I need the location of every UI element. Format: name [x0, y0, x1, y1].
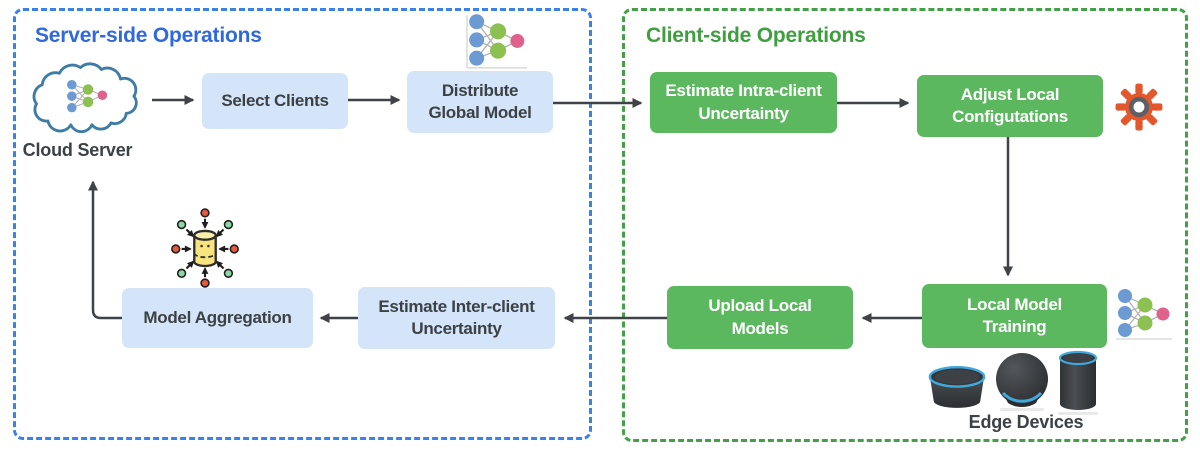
- node-select-clients: Select Clients: [202, 73, 348, 129]
- cloud-server-icon: [24, 58, 154, 142]
- server-side-panel: [13, 8, 592, 440]
- echo-cylinder-device: [1056, 349, 1100, 416]
- edge-devices-label: Edge Devices: [968, 412, 1084, 432]
- node-estimate-inter-client-uncertainty: Estimate Inter-client Uncertainty: [358, 287, 555, 349]
- neural-network-icon: [1112, 284, 1176, 344]
- client-side-panel: [622, 8, 1188, 442]
- server-panel-title: Server-side Operations: [35, 24, 262, 47]
- node-local-model-training: Local Model Training: [922, 284, 1107, 348]
- node-upload-local-models: Upload Local Models: [667, 286, 853, 349]
- neural-network-icon: [462, 11, 532, 71]
- data-aggregation-icon: [166, 204, 244, 290]
- node-estimate-intra-client-uncertainty: Estimate Intra-client Uncertainty: [650, 72, 837, 133]
- node-model-aggregation: Model Aggregation: [122, 288, 313, 348]
- gear-icon: [1114, 82, 1164, 132]
- node-distribute-global-model: Distribute Global Model: [407, 71, 553, 133]
- client-panel-title: Client-side Operations: [646, 24, 866, 47]
- node-adjust-local-configurations: Adjust Local Configutations: [917, 75, 1103, 137]
- cloud-server-label: Cloud Server: [22, 140, 133, 160]
- echo-sphere-device: [994, 351, 1050, 413]
- echo-dot-device: [926, 364, 988, 411]
